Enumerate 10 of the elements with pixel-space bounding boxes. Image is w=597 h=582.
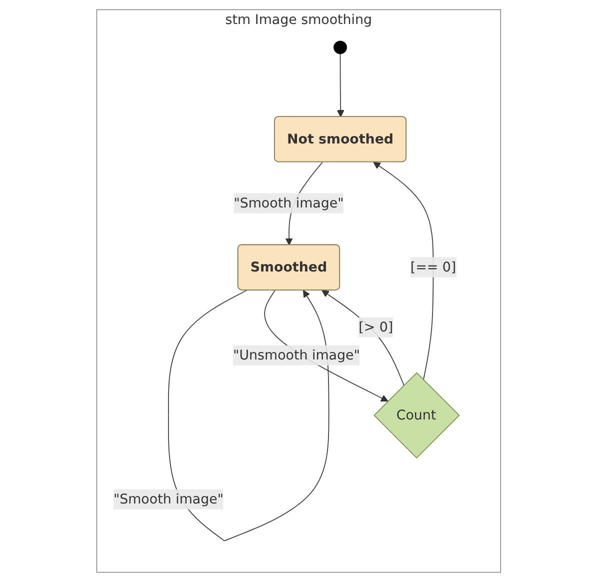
edge-label: [> 0] — [358, 318, 393, 335]
edge-label: "Unsmooth image" — [232, 346, 360, 363]
node-diamond: Count — [373, 372, 460, 458]
arrow — [321, 290, 404, 386]
edge-label: "Smooth image" — [113, 490, 224, 507]
node-circle — [333, 40, 347, 54]
edge-label: "Smooth image" — [234, 194, 344, 211]
arrow — [336, 53, 344, 118]
arrow — [373, 162, 434, 380]
edge-label: [== 0] — [410, 258, 456, 275]
